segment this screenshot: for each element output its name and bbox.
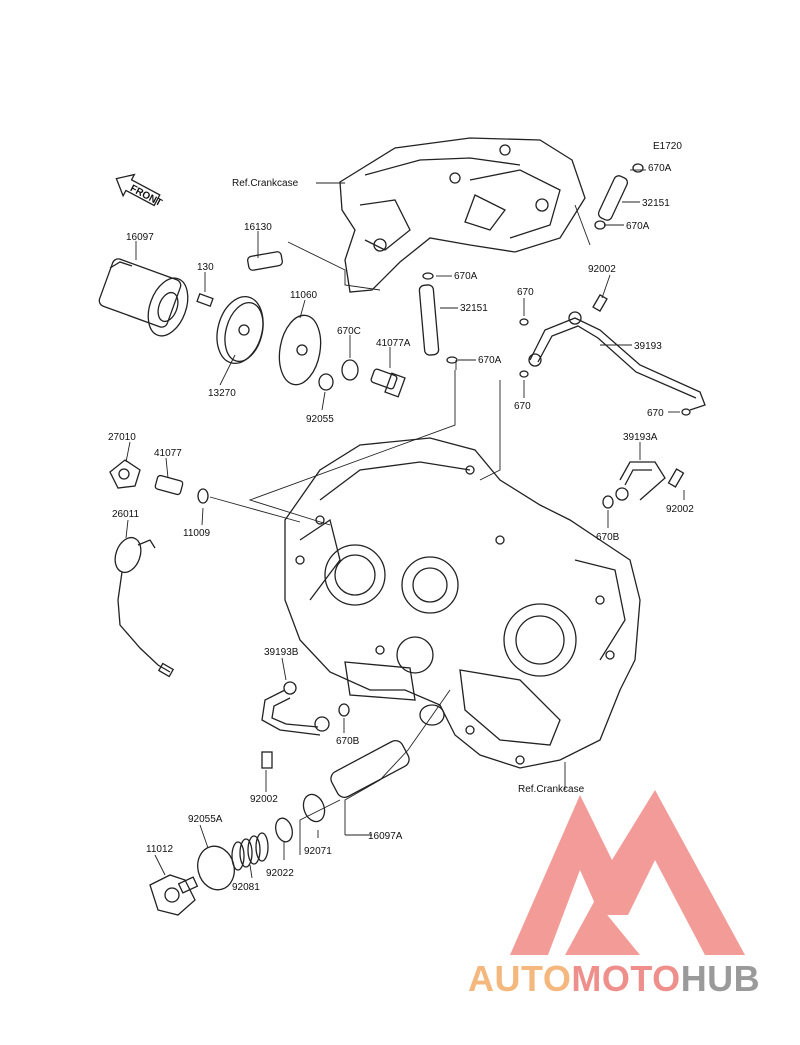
label-92055A: 92055A xyxy=(188,814,223,825)
watermark-hub: HUB xyxy=(680,958,761,999)
ref-label-bottom: Ref.Crankcase xyxy=(518,784,585,795)
label-32151-2: 32151 xyxy=(460,303,488,314)
plug-41077 xyxy=(154,474,184,496)
label-670-1: 670 xyxy=(517,287,534,298)
label-16097A: 16097A xyxy=(368,831,403,842)
label-670A-4: 670A xyxy=(478,355,502,366)
lower-crankcase xyxy=(284,437,641,769)
label-670A-1: 670A xyxy=(648,163,672,174)
upper-crankcase xyxy=(339,137,586,293)
label-670A-3: 670A xyxy=(454,271,478,282)
label-130: 130 xyxy=(197,262,214,273)
label-670B-2: 670B xyxy=(336,736,360,747)
label-26011: 26011 xyxy=(112,509,140,520)
washer-11009 xyxy=(197,488,209,504)
label-670C: 670C xyxy=(337,326,361,337)
part-labels: E1720 Ref.Crankcase Ref.Crankcase 16097 … xyxy=(108,141,694,893)
label-92022: 92022 xyxy=(266,868,294,879)
front-arrow: FRONT xyxy=(115,173,164,209)
label-39193: 39193 xyxy=(634,341,662,352)
oil-pipe-39193B xyxy=(261,681,350,769)
oil-pipe-39193A xyxy=(602,461,685,509)
bolt-130 xyxy=(196,293,214,307)
label-670B-1: 670B xyxy=(596,532,620,543)
watermark-logo xyxy=(510,790,745,955)
ref-label-top: Ref.Crankcase xyxy=(232,178,299,189)
fitting-16130 xyxy=(247,251,283,271)
label-41077: 41077 xyxy=(154,448,182,459)
leader-lines xyxy=(125,169,685,879)
sensor-26011 xyxy=(114,536,175,678)
diagram-code: E1720 xyxy=(653,141,682,152)
plug-41077A xyxy=(370,368,406,398)
label-92071: 92071 xyxy=(304,846,332,857)
watermark-wordmark: AUTOMOTOHUB xyxy=(468,958,798,1000)
oring-92055 xyxy=(318,373,334,391)
label-39193B: 39193B xyxy=(264,647,299,658)
label-32151-1: 32151 xyxy=(642,198,670,209)
spring-92081 xyxy=(231,832,269,871)
label-39193A: 39193A xyxy=(623,432,658,443)
gasket-11060 xyxy=(278,314,322,386)
label-11012: 11012 xyxy=(146,844,174,855)
label-92002-2: 92002 xyxy=(666,504,694,515)
pipe-32151-upper xyxy=(594,163,644,230)
pipe-32151-middle xyxy=(418,272,458,364)
label-670-2: 670 xyxy=(514,401,531,412)
label-11009: 11009 xyxy=(183,528,211,539)
switch-27010 xyxy=(109,459,141,489)
relief-valve-16097A xyxy=(302,740,410,823)
label-16130: 16130 xyxy=(244,222,272,233)
watermark-auto: AUTO xyxy=(468,958,572,999)
label-670-3: 670 xyxy=(647,408,664,419)
label-92002-1: 92002 xyxy=(588,264,616,275)
watermark-moto: MOTO xyxy=(571,958,681,999)
plate-13270 xyxy=(216,296,264,364)
label-92055: 92055 xyxy=(306,414,334,425)
label-92002-3: 92002 xyxy=(250,794,278,805)
label-27010: 27010 xyxy=(108,432,136,443)
label-11060: 11060 xyxy=(290,290,318,301)
label-92081: 92081 xyxy=(232,882,260,893)
oil-filter xyxy=(98,258,189,337)
label-41077A: 41077A xyxy=(376,338,411,349)
oil-pipe-39193 xyxy=(519,294,706,416)
label-13270: 13270 xyxy=(208,388,236,399)
label-16097: 16097 xyxy=(126,232,154,243)
drain-plug-11012 xyxy=(149,874,199,916)
label-670A-2: 670A xyxy=(626,221,650,232)
washer-92022 xyxy=(275,817,293,843)
oring-670C xyxy=(341,359,359,381)
